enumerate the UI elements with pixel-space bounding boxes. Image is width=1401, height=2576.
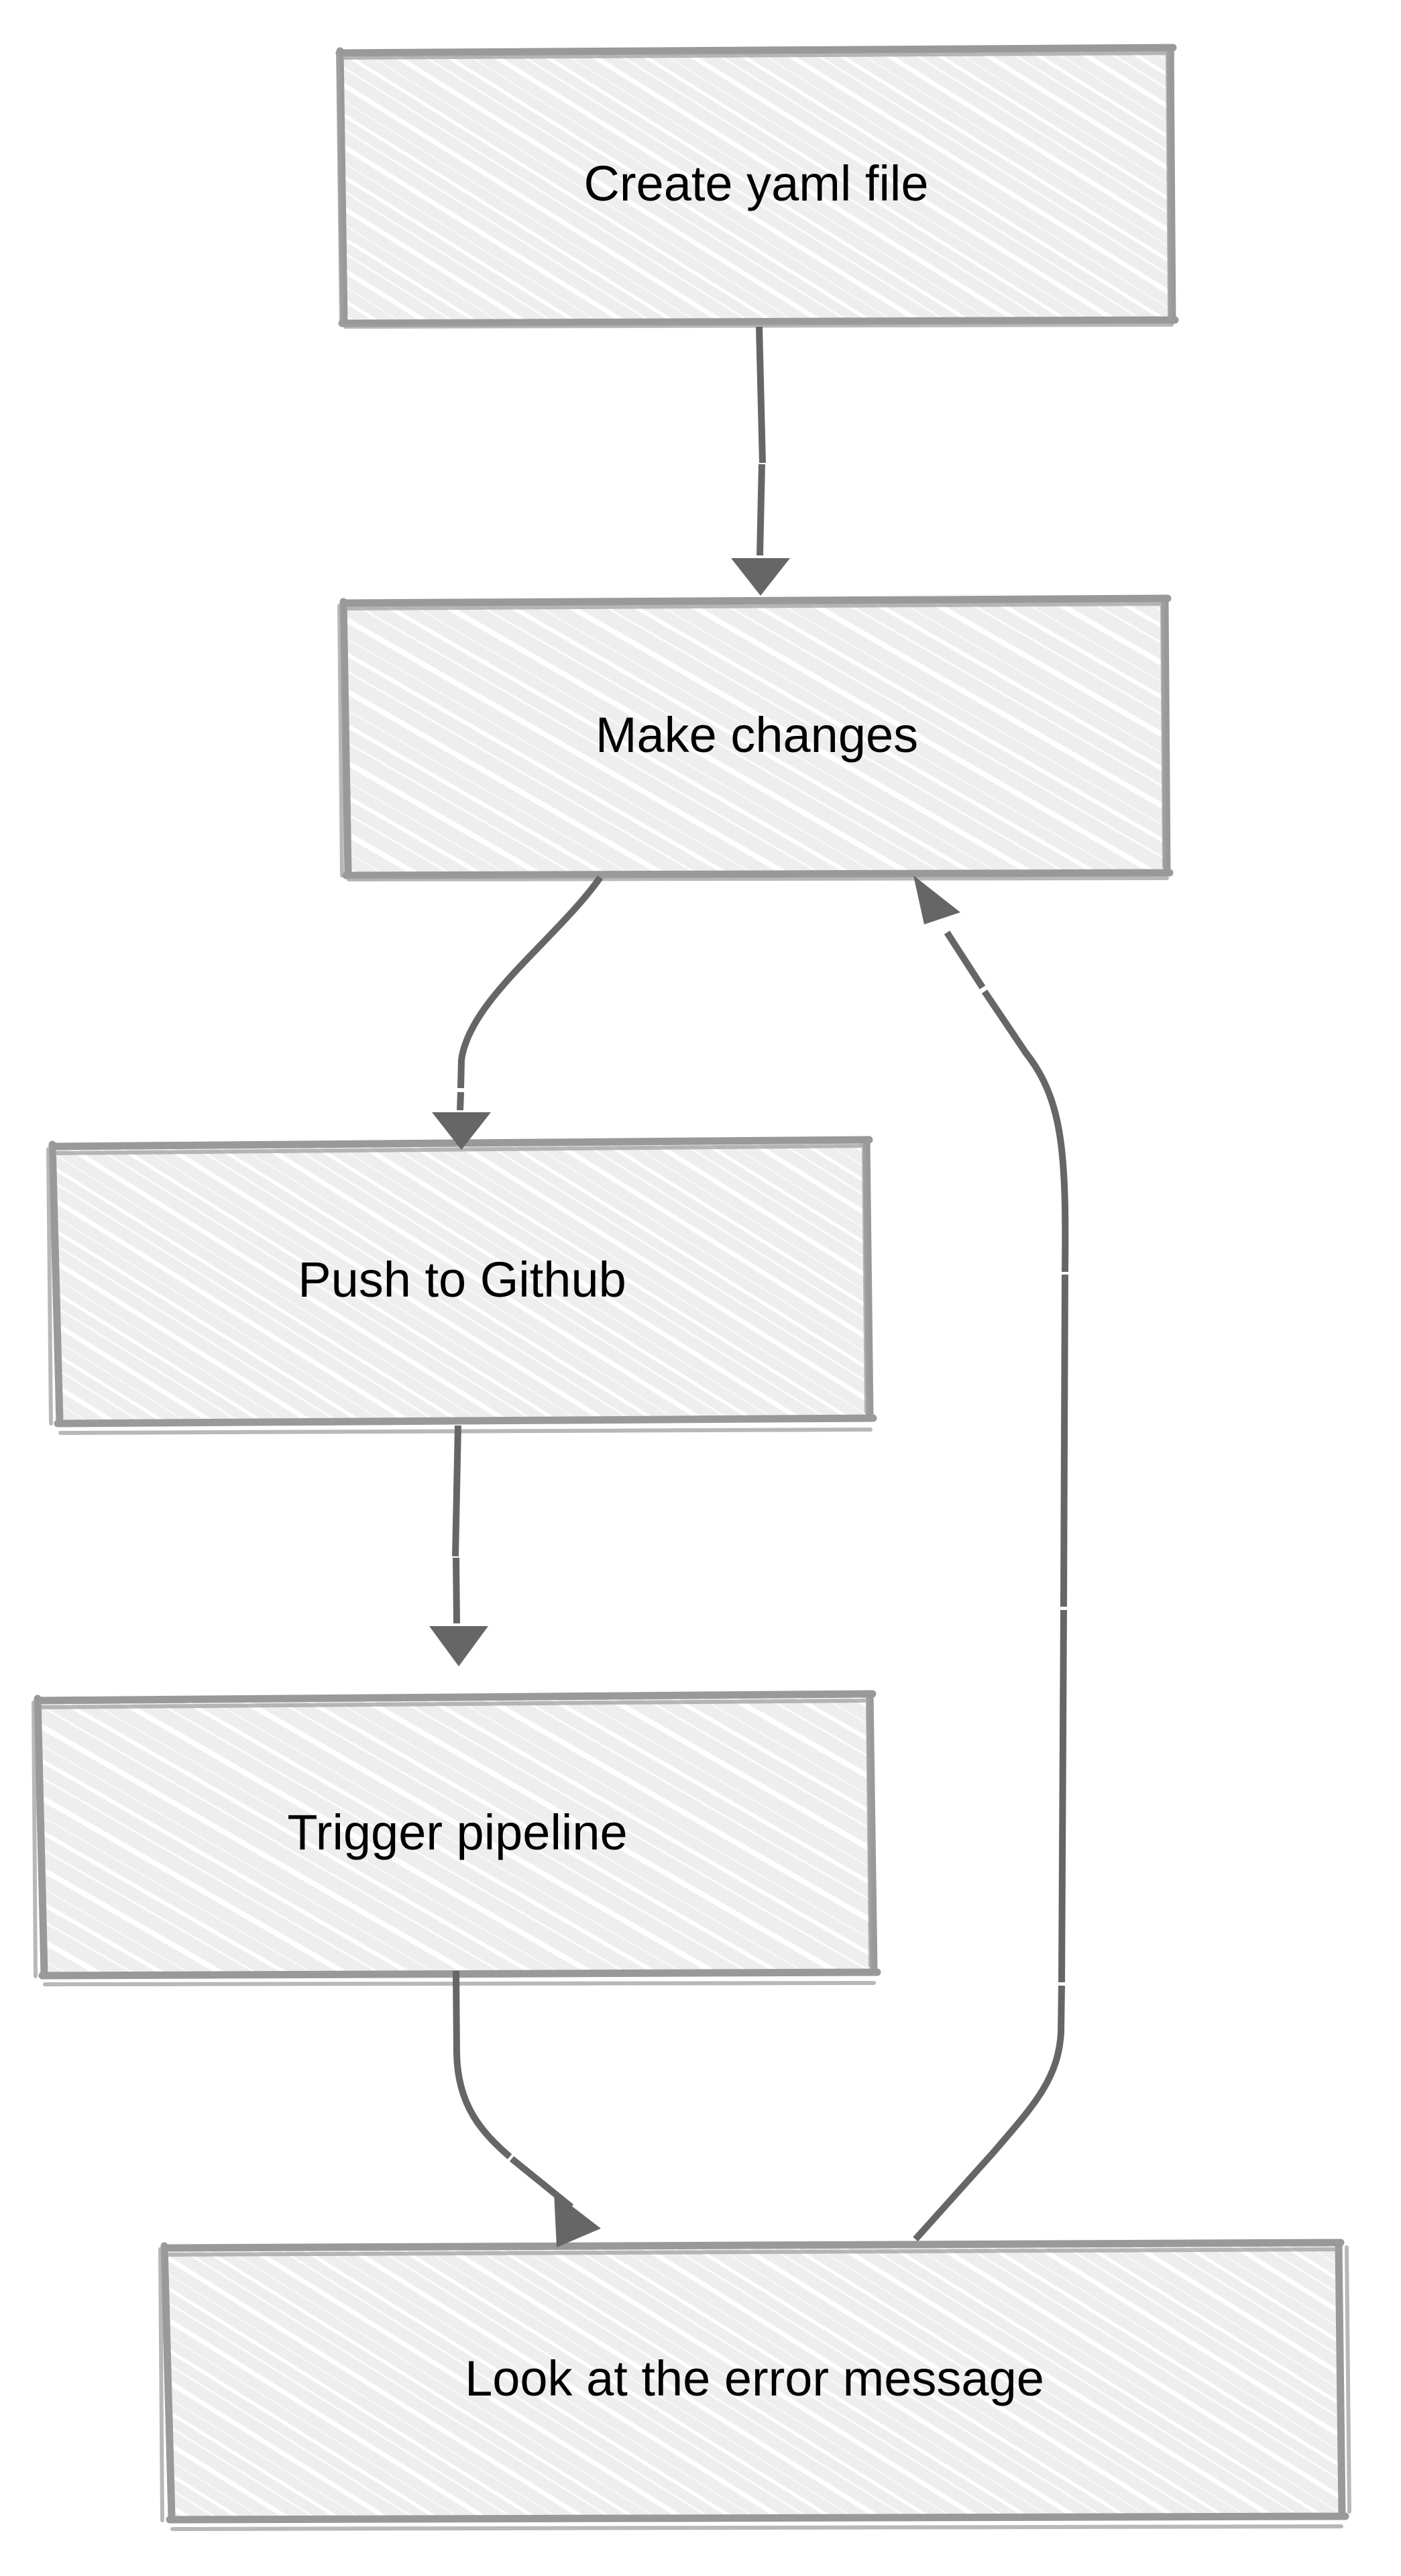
edge-line-error-back-to-make-lower: [913, 1985, 1065, 2242]
edge-create-to-make: [731, 326, 790, 596]
edge-line-make-to-push-seg2: [457, 1091, 464, 1111]
node-push-to-github[interactable]: [46, 1136, 877, 1435]
edge-line-push-to-trigger: [452, 1425, 461, 1624]
node-border-create-yaml-file: [335, 44, 1179, 327]
edge-line-make-to-push: [457, 875, 604, 1089]
node-border-look-at-the-error-message: [160, 2239, 1349, 2524]
edge-line-trigger-to-error: [453, 1970, 512, 2159]
node-fill-look-at-the-error-message: [168, 2241, 1344, 2517]
node-border-sketch2-trigger-pipeline: [32, 1699, 876, 1986]
edge-make-to-push: [432, 875, 604, 1150]
node-border-make-changes: [339, 594, 1174, 879]
node-border-sketch2-push-to-github: [46, 1144, 873, 1435]
node-border-sketch2-create-yaml-file: [336, 51, 1174, 329]
edge-line-error-back-to-make-upper: [981, 989, 1069, 1273]
node-create-yaml-file[interactable]: [335, 44, 1179, 329]
edge-line-error-back-to-make-mid: [1058, 1274, 1068, 1983]
node-fill-push-to-github: [55, 1138, 872, 1421]
node-border-trigger-pipeline: [34, 1690, 881, 1980]
arrowhead-trigger-to-error: [554, 2192, 601, 2247]
arrowhead-error-back-to-make: [913, 875, 960, 924]
arrowhead-push-to-trigger: [429, 1626, 488, 1666]
node-make-changes[interactable]: [337, 594, 1174, 881]
edge-trigger-to-error: [453, 1970, 601, 2247]
node-border-sketch2-look-at-the-error-message: [158, 2245, 1351, 2531]
arrowhead-make-to-push: [432, 1112, 491, 1150]
node-border-sketch2-make-changes: [337, 602, 1169, 881]
node-look-at-the-error-message[interactable]: [158, 2239, 1351, 2531]
node-fill-create-yaml-file: [341, 47, 1175, 322]
node-trigger-pipeline[interactable]: [32, 1690, 881, 1986]
edge-error-back-to-make: [913, 875, 1069, 2242]
edge-push-to-trigger: [429, 1425, 488, 1666]
node-fill-trigger-pipeline: [40, 1692, 876, 1974]
arrowhead-create-to-make: [731, 558, 790, 596]
edge-line-create-to-make: [756, 326, 766, 556]
edge-line-error-back-to-make-top: [944, 930, 986, 989]
node-fill-make-changes: [345, 597, 1168, 873]
